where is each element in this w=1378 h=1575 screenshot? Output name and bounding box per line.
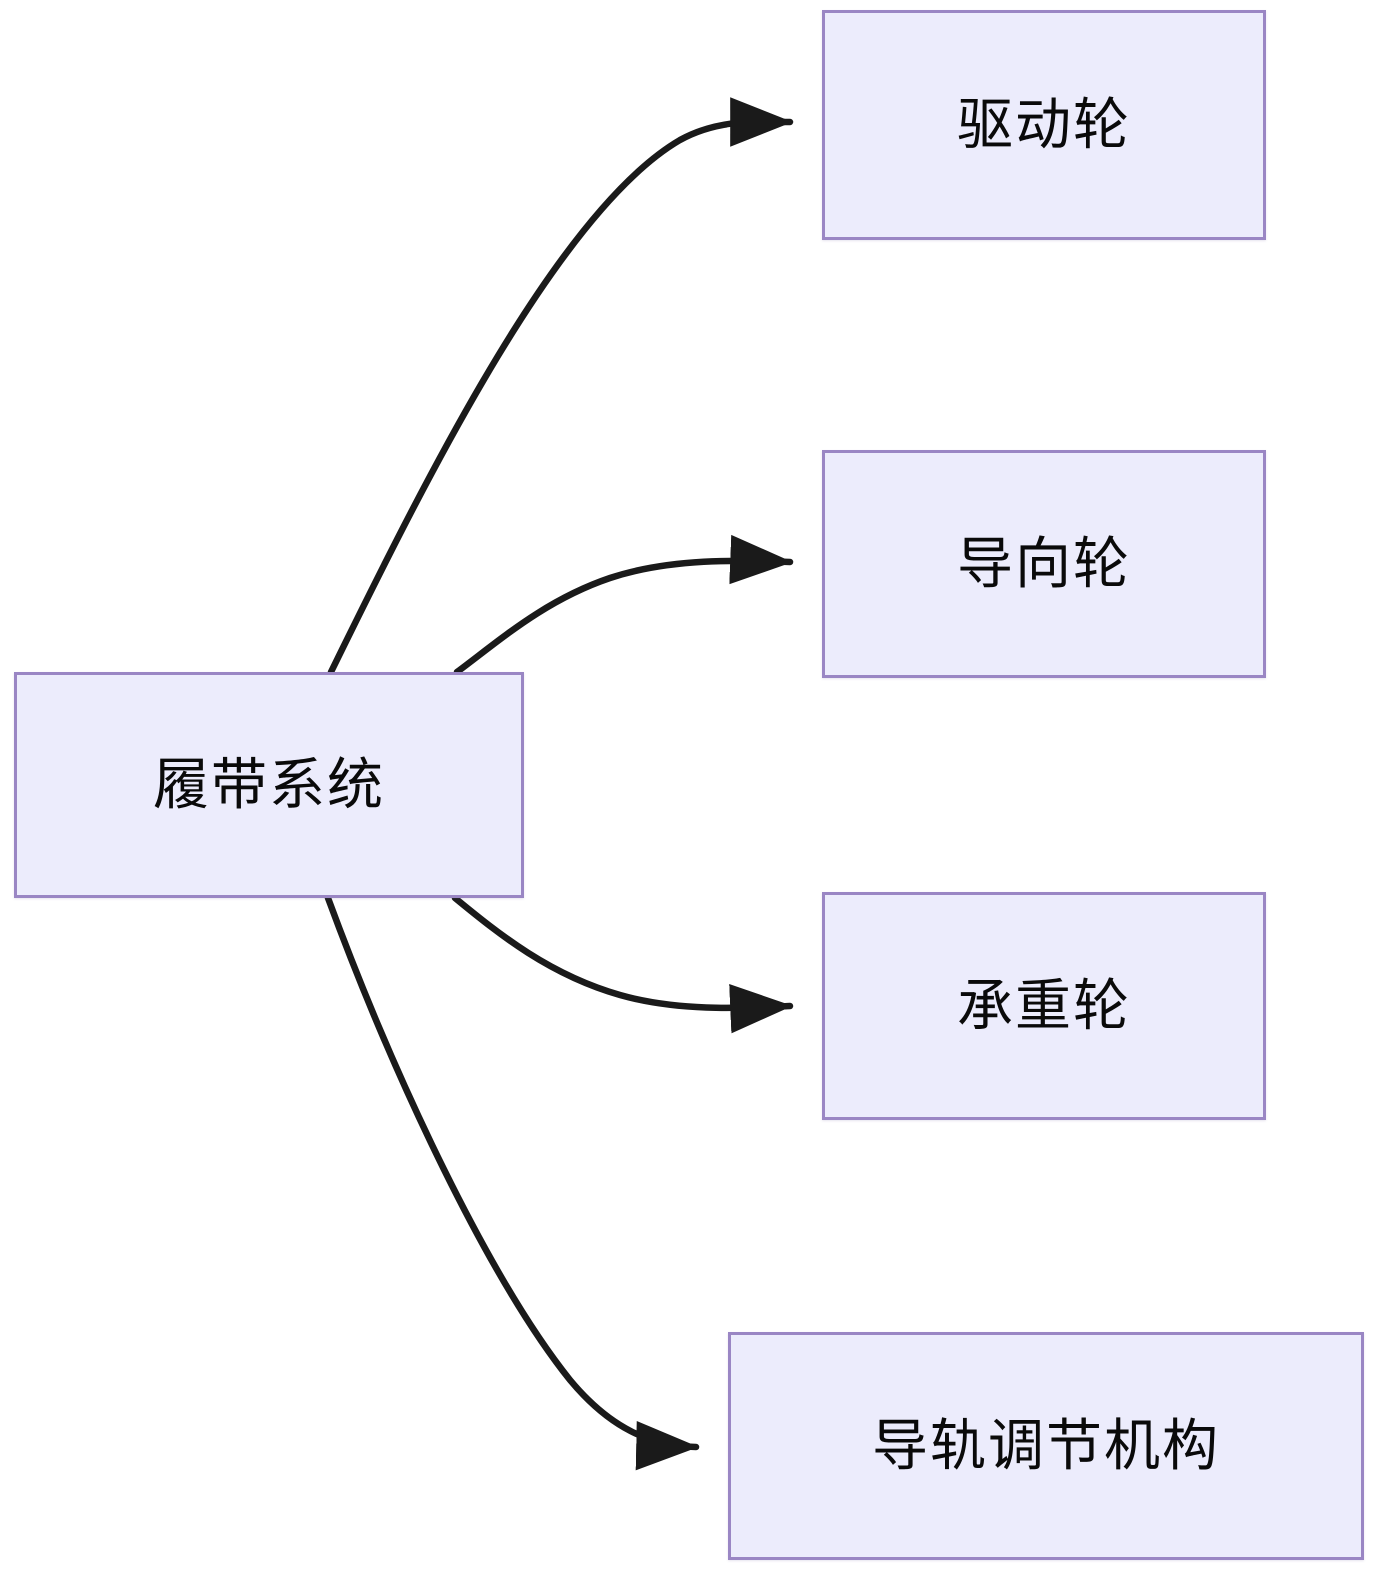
edge-track-system-to-track-adjuster [324, 894, 700, 1471]
node-road-wheel[interactable]: 承重轮 [822, 892, 1266, 1120]
node-label-track-adjuster: 导轨调节机构 [872, 1414, 1220, 1477]
node-label-idler-wheel: 导向轮 [957, 532, 1131, 595]
node-label-track-system: 履带系统 [153, 753, 385, 816]
node-track-adjuster[interactable]: 导轨调节机构 [728, 1332, 1364, 1560]
node-label-drive-wheel: 驱动轮 [957, 93, 1131, 156]
edge-track-system-to-road-wheel [451, 894, 794, 1034]
node-track-system[interactable]: 履带系统 [14, 672, 524, 898]
node-drive-wheel[interactable]: 驱动轮 [822, 10, 1266, 240]
edge-track-system-to-drive-wheel [327, 97, 794, 676]
node-label-road-wheel: 承重轮 [957, 974, 1131, 1037]
edge-track-system-to-idler-wheel [453, 534, 794, 676]
node-idler-wheel[interactable]: 导向轮 [822, 450, 1266, 678]
